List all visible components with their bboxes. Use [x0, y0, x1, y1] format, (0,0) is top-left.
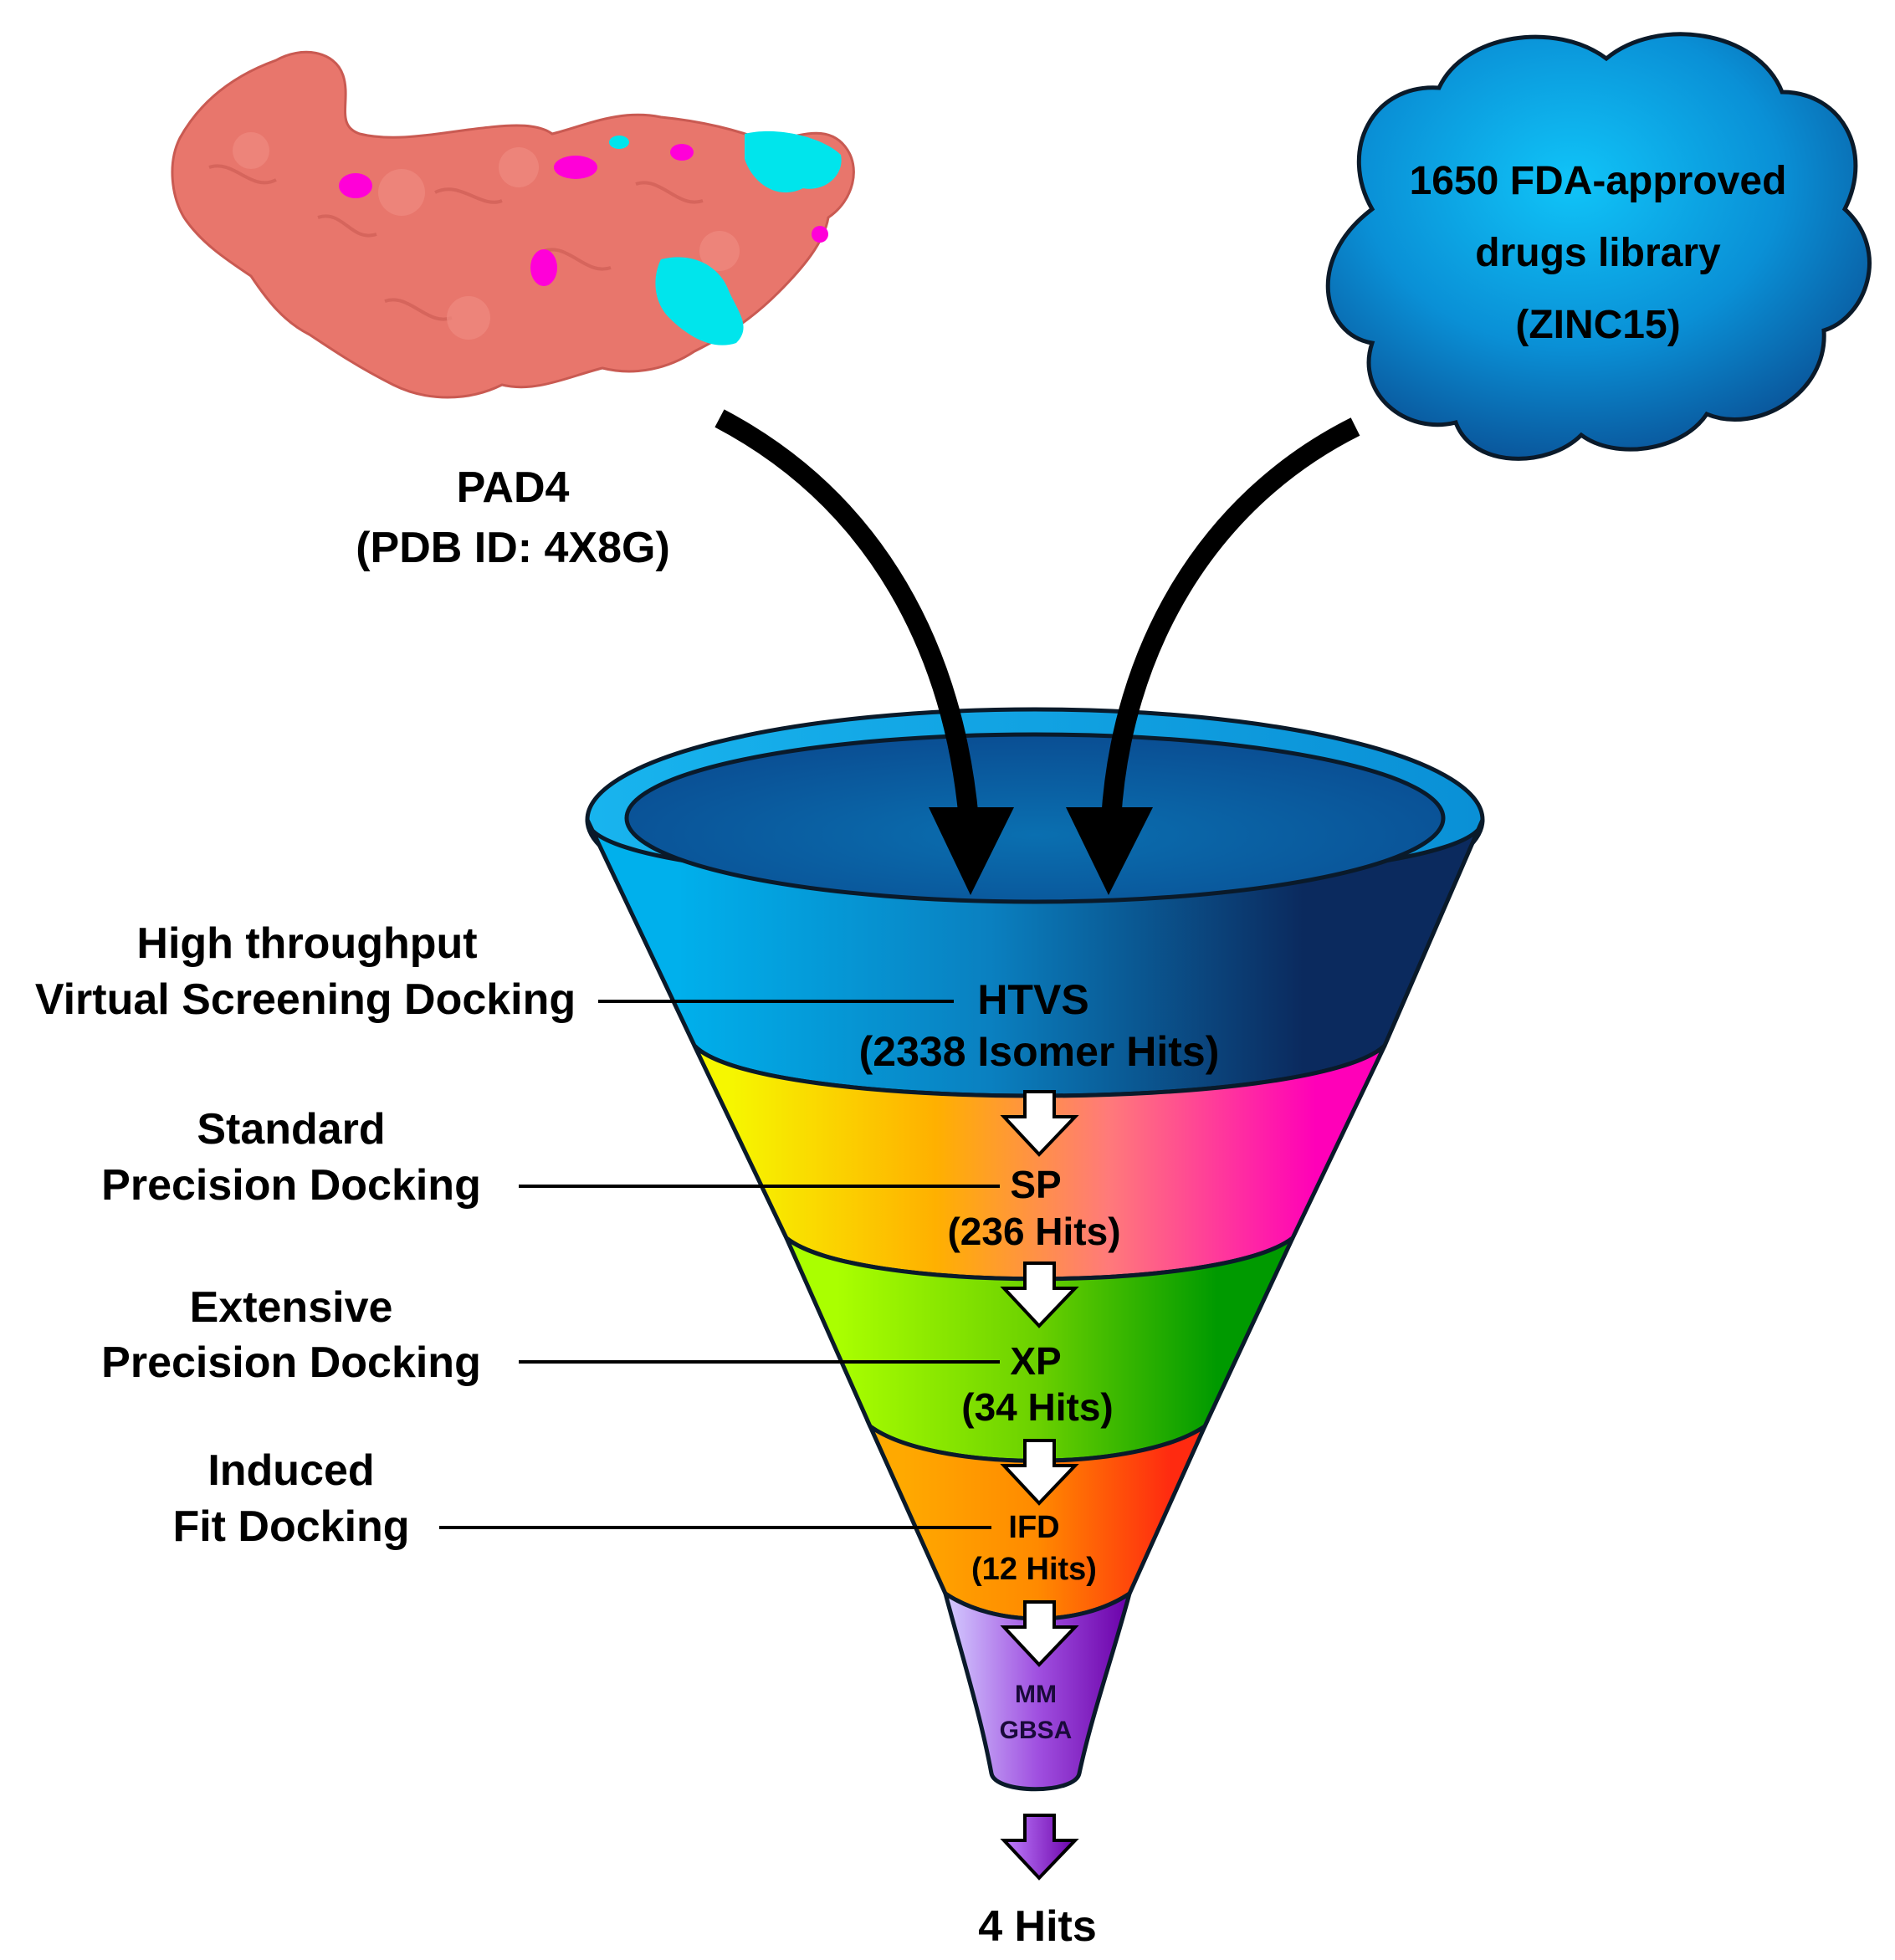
mmgbsa-line2: GBSA — [1000, 1717, 1073, 1744]
stage-labels: HTVS (2338 Isomer Hits) SP (236 Hits) XP… — [859, 976, 1220, 1744]
ifd-abbr: IFD — [1008, 1510, 1059, 1545]
arrow-ifd-to-mmgbsa — [1000, 1600, 1079, 1667]
input-arrows — [714, 409, 1360, 895]
ifd-desc-line2: Fit Docking — [172, 1502, 409, 1551]
arrow-to-final-hits — [1000, 1814, 1079, 1881]
htvs-desc-line1: High throughput — [136, 919, 477, 968]
library-line1: 1650 FDA-approved — [1410, 159, 1787, 203]
library-line2: drugs library — [1475, 231, 1721, 275]
sp-desc-line2: Precision Docking — [101, 1161, 481, 1210]
xp-hits: (34 Hits) — [961, 1385, 1113, 1429]
arrow-htvs-to-sp — [1000, 1090, 1079, 1157]
sp-desc-line1: Standard — [197, 1105, 385, 1154]
screening-funnel — [585, 707, 1485, 1792]
sp-hits: (236 Hits) — [947, 1210, 1120, 1253]
library-line3: (ZINC15) — [1515, 303, 1680, 347]
arrow-from-protein — [714, 409, 979, 821]
htvs-desc-line2: Virtual Screening Docking — [35, 975, 576, 1024]
mmgbsa-line1: MM — [1015, 1681, 1057, 1708]
stage-descriptions: High throughput Virtual Screening Dockin… — [35, 919, 576, 1551]
drug-library-cloud: 1650 FDA-approved drugs library (ZINC15) — [1325, 32, 1872, 461]
arrow-head-protein — [929, 807, 1014, 895]
xp-desc-line2: Precision Docking — [101, 1338, 481, 1387]
xp-desc-line1: Extensive — [190, 1283, 393, 1332]
stage-arrows — [1000, 1090, 1079, 1667]
arrow-xp-to-ifd — [1000, 1439, 1079, 1506]
arrow-from-library — [1101, 417, 1360, 821]
arrow-sp-to-xp — [1000, 1261, 1079, 1328]
connector-lines — [439, 1000, 1000, 1529]
funnel-band-mmgbsa — [941, 1589, 1134, 1792]
ifd-desc-line1: Induced — [207, 1446, 374, 1495]
xp-abbr: XP — [1010, 1339, 1061, 1383]
sp-abbr: SP — [1010, 1163, 1061, 1206]
ifd-hits: (12 Hits) — [971, 1552, 1097, 1587]
htvs-hits: (2338 Isomer Hits) — [859, 1028, 1220, 1075]
final-hits: 4 Hits — [978, 1902, 1097, 1951]
funnel-inner-opening — [624, 732, 1446, 904]
htvs-abbr: HTVS — [977, 976, 1088, 1023]
protein-pdb-id: (PDB ID: 4X8G) — [356, 524, 670, 572]
protein-structure-image — [171, 50, 855, 399]
arrow-head-library — [1066, 807, 1153, 895]
protein-name: PAD4 — [457, 463, 570, 512]
